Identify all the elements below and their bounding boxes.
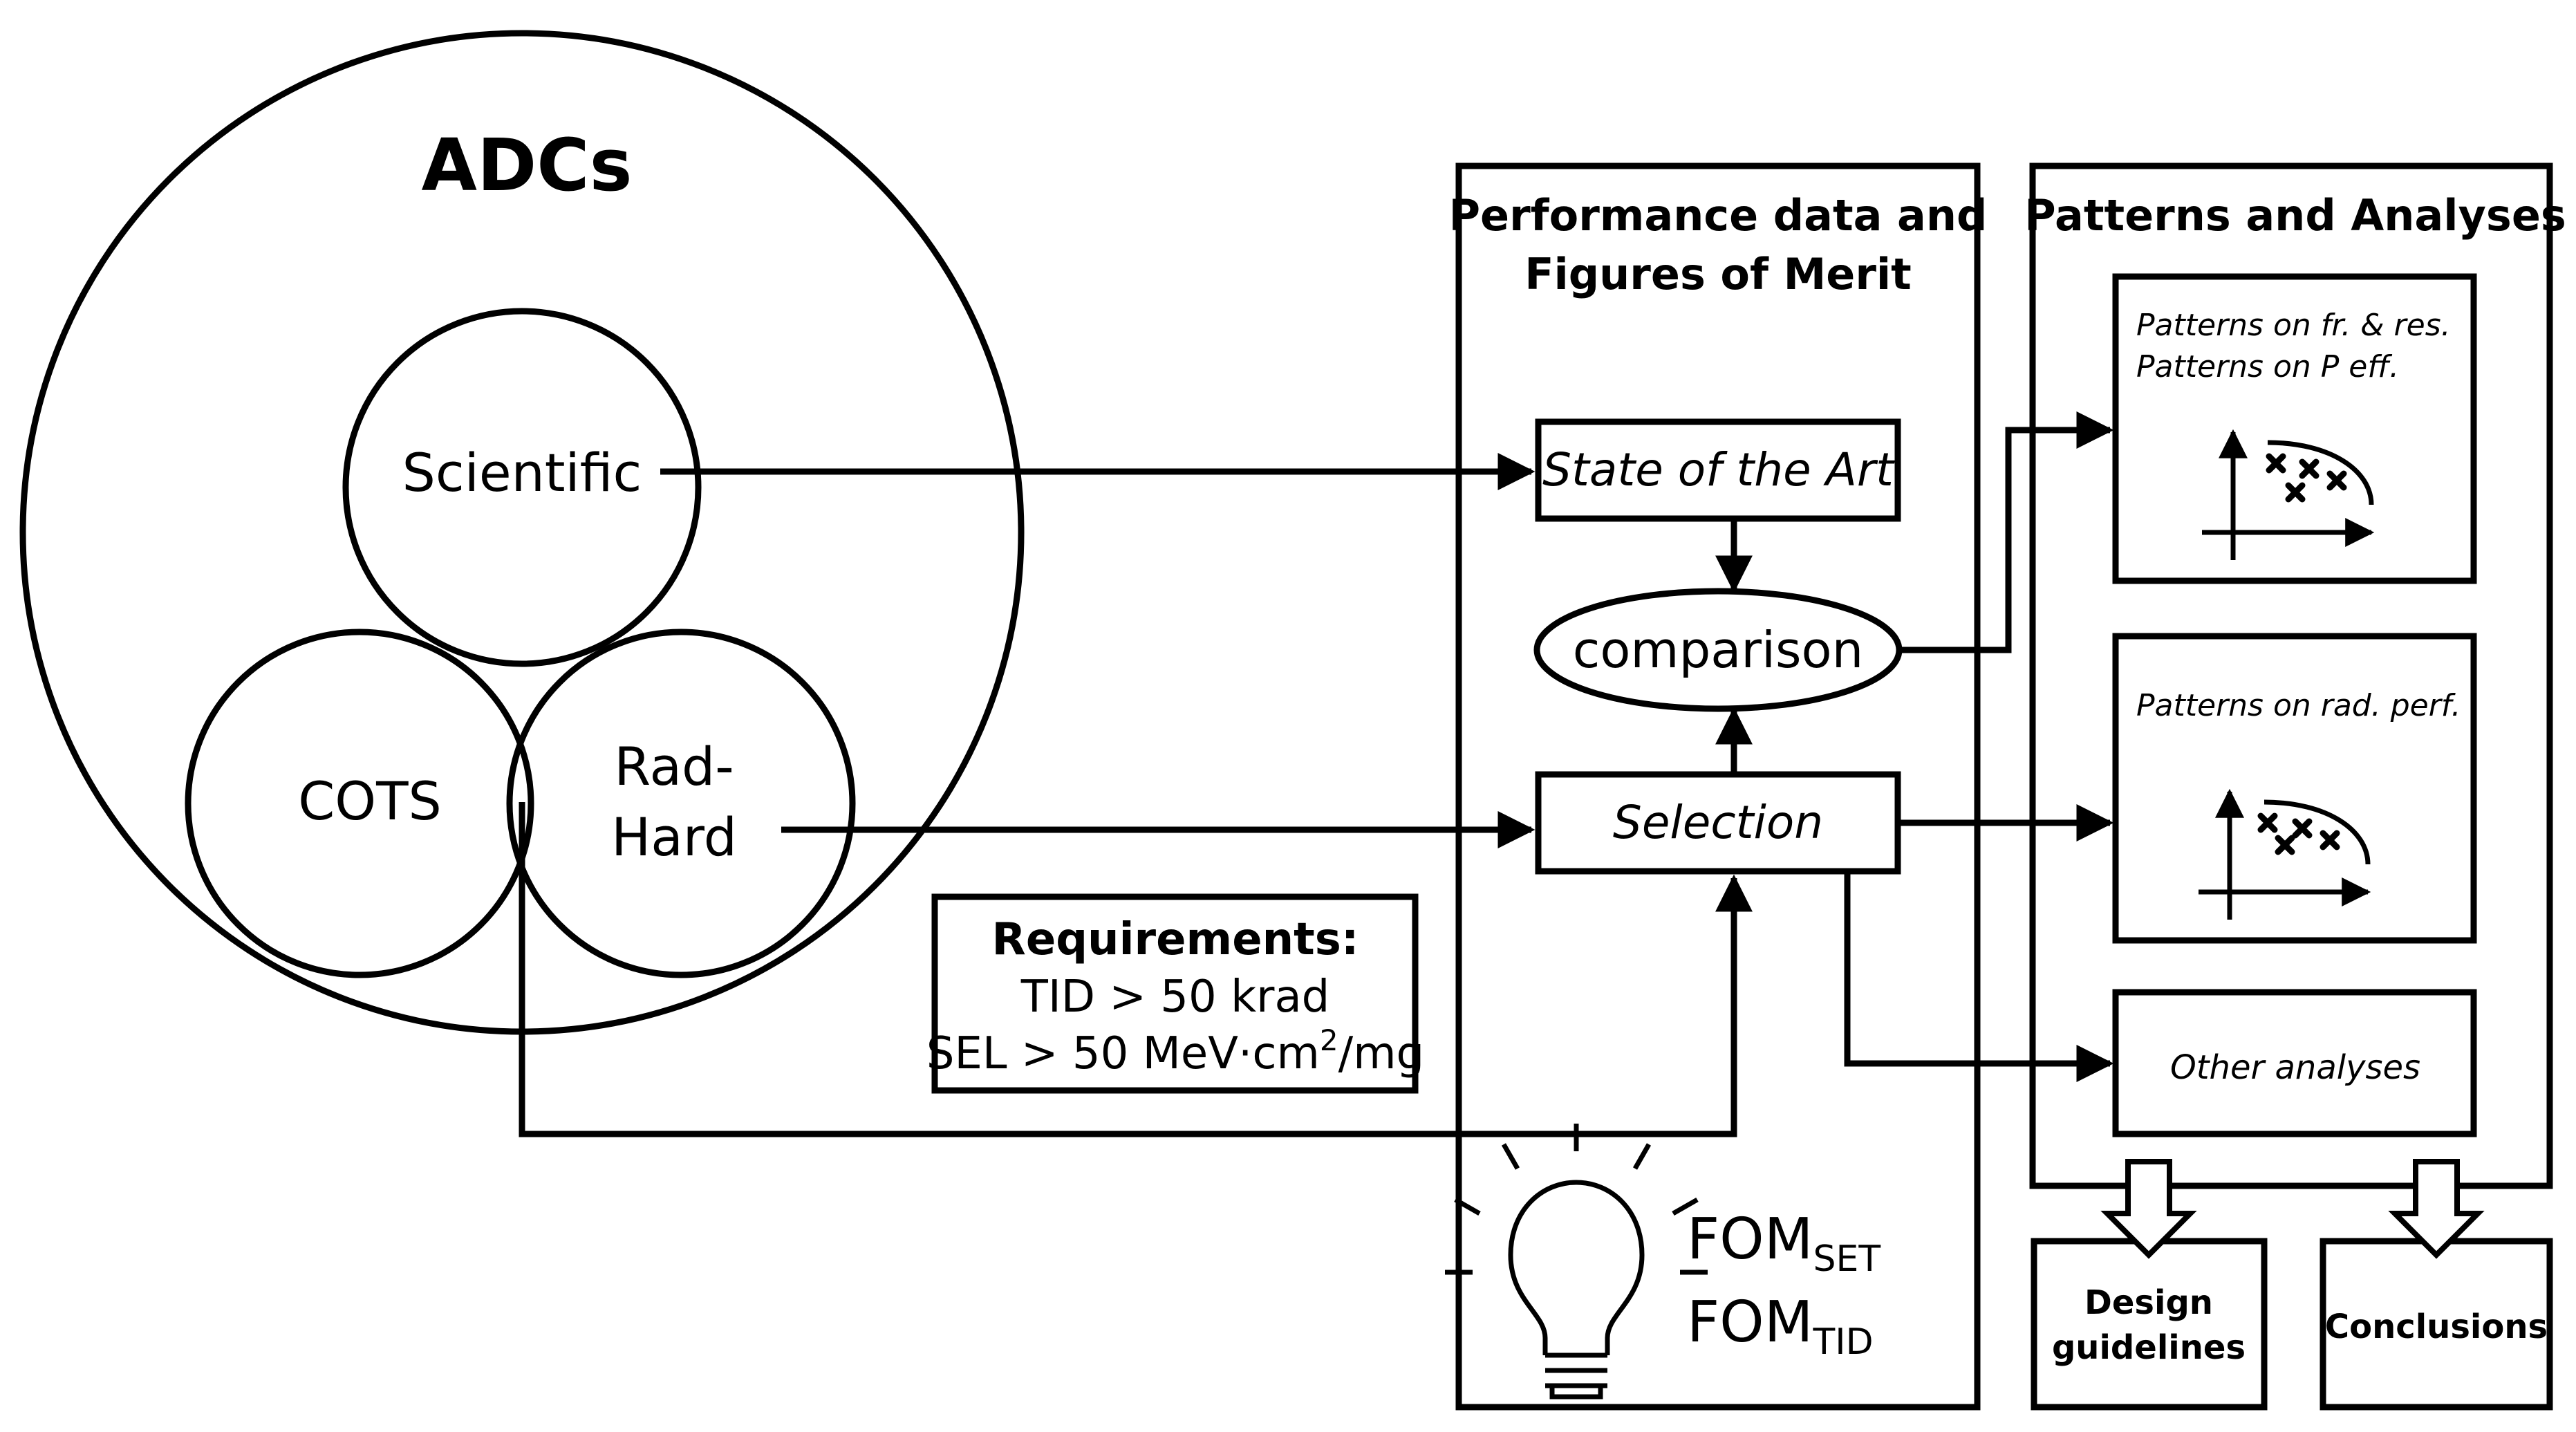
performance-title-line1: Performance data and: [1449, 190, 1988, 241]
cots-label: COTS: [298, 770, 442, 832]
performance-title-line2: Figures of Merit: [1524, 249, 1912, 299]
fom-tid-label: FOMTID: [1687, 1290, 1874, 1363]
patterns-box-2: [2112, 633, 2477, 944]
state-of-art-label: State of the Art: [1542, 443, 1895, 496]
radhard-label-line2: Hard: [611, 806, 737, 868]
scientific-label: Scientific: [402, 442, 642, 503]
lightbulb-icon: [1445, 1124, 1708, 1400]
comparison-label: comparison: [1573, 621, 1863, 679]
design-guidelines-line2: guidelines: [2052, 1328, 2246, 1367]
adcs-title: ADCs: [421, 123, 632, 207]
requirements-box: Requirements: TID > 50 krad SEL > 50 MeV…: [926, 893, 1424, 1094]
conclusions-label: Conclusions: [2325, 1308, 2548, 1346]
other-analyses-label: Other analyses: [2170, 1048, 2420, 1087]
arrow-comparison-to-patterns1: [1900, 411, 2114, 653]
patterns-box2-line1: Patterns on rad. perf.: [2136, 688, 2461, 723]
scatter-plot-icon: [2199, 788, 2371, 920]
requirements-sel: SEL > 50 MeV·cm2/mg: [926, 1023, 1424, 1079]
sel-superscript: 2: [1320, 1023, 1338, 1057]
selection-box: [1535, 771, 1901, 875]
design-guidelines-box: [2031, 1238, 2268, 1411]
performance-panel: Performance data and Figures of Merit St…: [1445, 162, 1988, 1411]
fom-tid-sub: TID: [1812, 1321, 1873, 1363]
fom-set-sub: SET: [1813, 1238, 1880, 1280]
patterns-title: Patterns and Analyses: [2024, 190, 2566, 241]
outputs: Design guidelines Conclusions: [2031, 1159, 2553, 1411]
fom-set-label: FOMSET: [1687, 1207, 1880, 1280]
selection-label: Selection: [1613, 796, 1823, 849]
block-arrow-to-conclusions: [2388, 1159, 2485, 1259]
scatter-plot-icon: [2202, 429, 2375, 560]
patterns-box1-line1: Patterns on fr. & res.: [2136, 308, 2451, 343]
block-arrow-to-design: [2100, 1159, 2197, 1259]
requirements-tid: TID > 50 krad: [1020, 971, 1330, 1023]
sel-main: SEL > 50 MeV·cm: [926, 1028, 1320, 1079]
requirements-frame: [931, 893, 1419, 1094]
connectors: [519, 411, 2114, 1137]
other-analyses-box: [2112, 989, 2477, 1137]
state-of-art-box: [1535, 418, 1901, 522]
fom-tid-main: FOM: [1687, 1290, 1813, 1355]
radhard-circle: [506, 629, 856, 978]
scientific-circle: [342, 308, 702, 667]
requirements-title: Requirements:: [992, 914, 1359, 965]
fom-set-main: FOM: [1687, 1207, 1813, 1272]
cots-circle: [185, 629, 534, 978]
arrow-cots-to-selection: [519, 802, 1753, 1137]
conclusions-box: [2320, 1238, 2553, 1411]
radhard-label-line1: Rad-: [614, 736, 734, 797]
sel-suffix: /mg: [1338, 1028, 1425, 1079]
patterns-box1-line2: Patterns on P eff.: [2136, 349, 2399, 384]
design-guidelines-line1: Design: [2084, 1283, 2213, 1322]
patterns-panel: Patterns and Analyses Patterns on fr. & …: [2024, 162, 2566, 1189]
arrow-selection-to-other: [1844, 871, 2114, 1082]
